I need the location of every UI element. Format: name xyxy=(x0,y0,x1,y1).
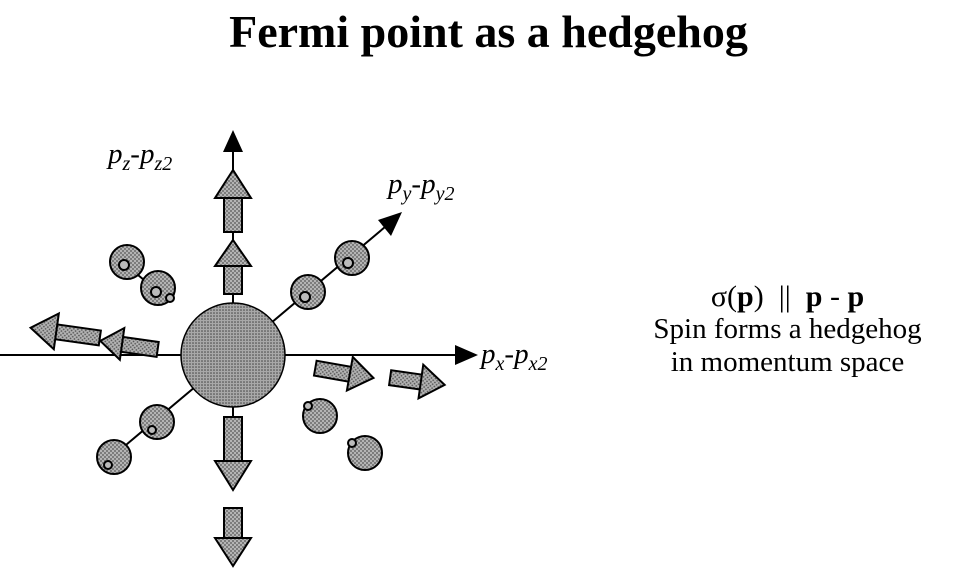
z-axis-label: pz-pz2 xyxy=(106,138,172,175)
y-axis-label: py-py2 xyxy=(386,168,454,205)
y-axis-arrowhead xyxy=(378,212,402,236)
spin-ball-y-outer xyxy=(334,240,370,276)
spin-ball-upper-left-b xyxy=(140,270,176,306)
spin-arrow-up-inner xyxy=(213,238,253,295)
spin-ball-lower-right-a xyxy=(302,398,338,434)
spin-arrow-right-outer xyxy=(387,362,447,401)
spin-ball-upper-left-a xyxy=(109,244,151,286)
fermi-point-sphere xyxy=(180,302,286,408)
caption-block: σ(p) || p - p Spin forms a hedgehog in m… xyxy=(598,280,977,379)
caption-line-1: Spin forms a hedgehog xyxy=(653,313,922,345)
spin-ball-neg-y-outer xyxy=(96,439,132,475)
caption-line-2: in momentum space xyxy=(670,346,905,378)
x-axis-arrowhead xyxy=(455,345,478,365)
page-title: Fermi point as a hedgehog xyxy=(229,6,748,57)
spin-arrow-right-inner xyxy=(312,354,376,393)
spin-ball-neg-y-inner xyxy=(139,404,175,440)
spin-arrow-down-inner xyxy=(213,416,253,492)
spin-arrow-up-outer xyxy=(213,168,253,233)
spin-ball-y-inner xyxy=(290,274,326,310)
spin-arrow-left-inner xyxy=(98,326,160,362)
z-axis-arrowhead xyxy=(223,130,243,152)
spin-arrow-down-outer xyxy=(213,507,253,568)
spin-formula: σ(p) || p - p xyxy=(710,280,865,313)
x-axis-label: px-px2 xyxy=(479,338,547,375)
spin-ball-lower-right-b xyxy=(347,435,383,471)
spin-arrow-left-outer xyxy=(28,311,102,352)
